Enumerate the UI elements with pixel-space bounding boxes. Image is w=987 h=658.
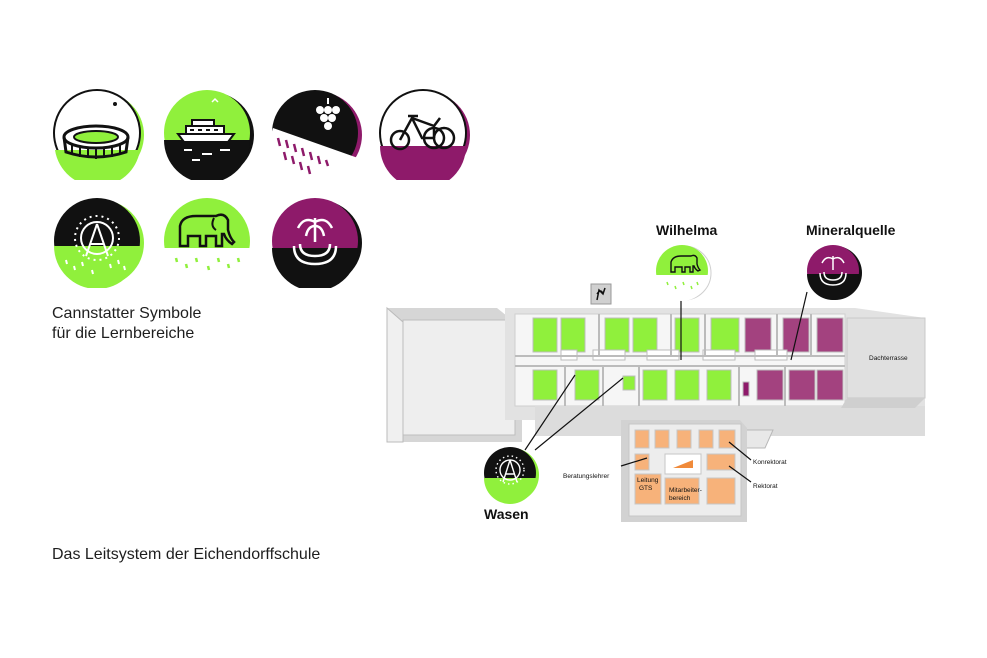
bicycle-symbol: [378, 88, 470, 180]
ferris-wheel-icon: [484, 447, 539, 504]
fountain-icon: [807, 245, 862, 300]
ferris-wheel-symbol: [52, 196, 144, 288]
wasen-marker: Wasen: [484, 447, 539, 522]
green-rooms-north: [532, 317, 740, 353]
grapes-icon: [270, 90, 362, 180]
room-walls: [515, 314, 845, 406]
beratungslehrer-label: Beratungslehrer: [563, 473, 610, 480]
wilhelma-marker: Wilhelma: [656, 222, 718, 301]
grapes-symbol: [270, 88, 362, 180]
leitung-gts-label-1: Leitung: [637, 477, 659, 484]
leitung-gts-label-2: GTS: [639, 485, 653, 492]
wasen-label: Wasen: [484, 506, 529, 522]
mineralquelle-marker: Mineralquelle: [806, 222, 896, 300]
ferris-wheel-icon: [54, 198, 144, 288]
ship-icon: [164, 90, 254, 180]
green-rooms-south: [532, 369, 732, 401]
west-building: [386, 306, 522, 443]
leitsystem-caption: Das Leitsystem der Eichendorffschule: [52, 546, 321, 563]
ship-symbol: [162, 88, 254, 180]
mitarbeiterbereich-label-1: Mitarbeiter-: [669, 487, 702, 494]
elephant-symbol: [162, 196, 254, 288]
symbols-caption-line2: für die Lernbereiche: [52, 325, 195, 342]
mitarbeiterbereich-label-2: bereich: [669, 495, 691, 502]
elephant-icon: [164, 198, 254, 288]
purple-rooms-south: [742, 369, 844, 401]
admin-wing: [621, 420, 747, 522]
rektorat-label: Rektorat: [753, 483, 778, 490]
floor-plan: Wilhelma Mineralquelle: [385, 210, 930, 530]
mineralquelle-label: Mineralquelle: [806, 222, 896, 238]
fountain-symbol: [270, 196, 362, 288]
stadium-icon: [53, 89, 144, 180]
dachterrasse-label: Dachterrasse: [869, 355, 908, 362]
bicycle-icon: [379, 89, 470, 180]
elephant-icon: [656, 245, 712, 301]
leader-lines: [524, 291, 808, 483]
fountain-icon: [272, 198, 362, 288]
symbols-caption: Cannstatter Symbole für die Lernbereiche: [52, 304, 201, 344]
symbols-caption-line1: Cannstatter Symbole: [52, 305, 202, 322]
stadium-symbol: [52, 88, 144, 180]
elevator-sign-icon: [590, 283, 612, 305]
konrektorat-label: Konrektorat: [753, 459, 787, 466]
wilhelma-label: Wilhelma: [656, 222, 718, 238]
